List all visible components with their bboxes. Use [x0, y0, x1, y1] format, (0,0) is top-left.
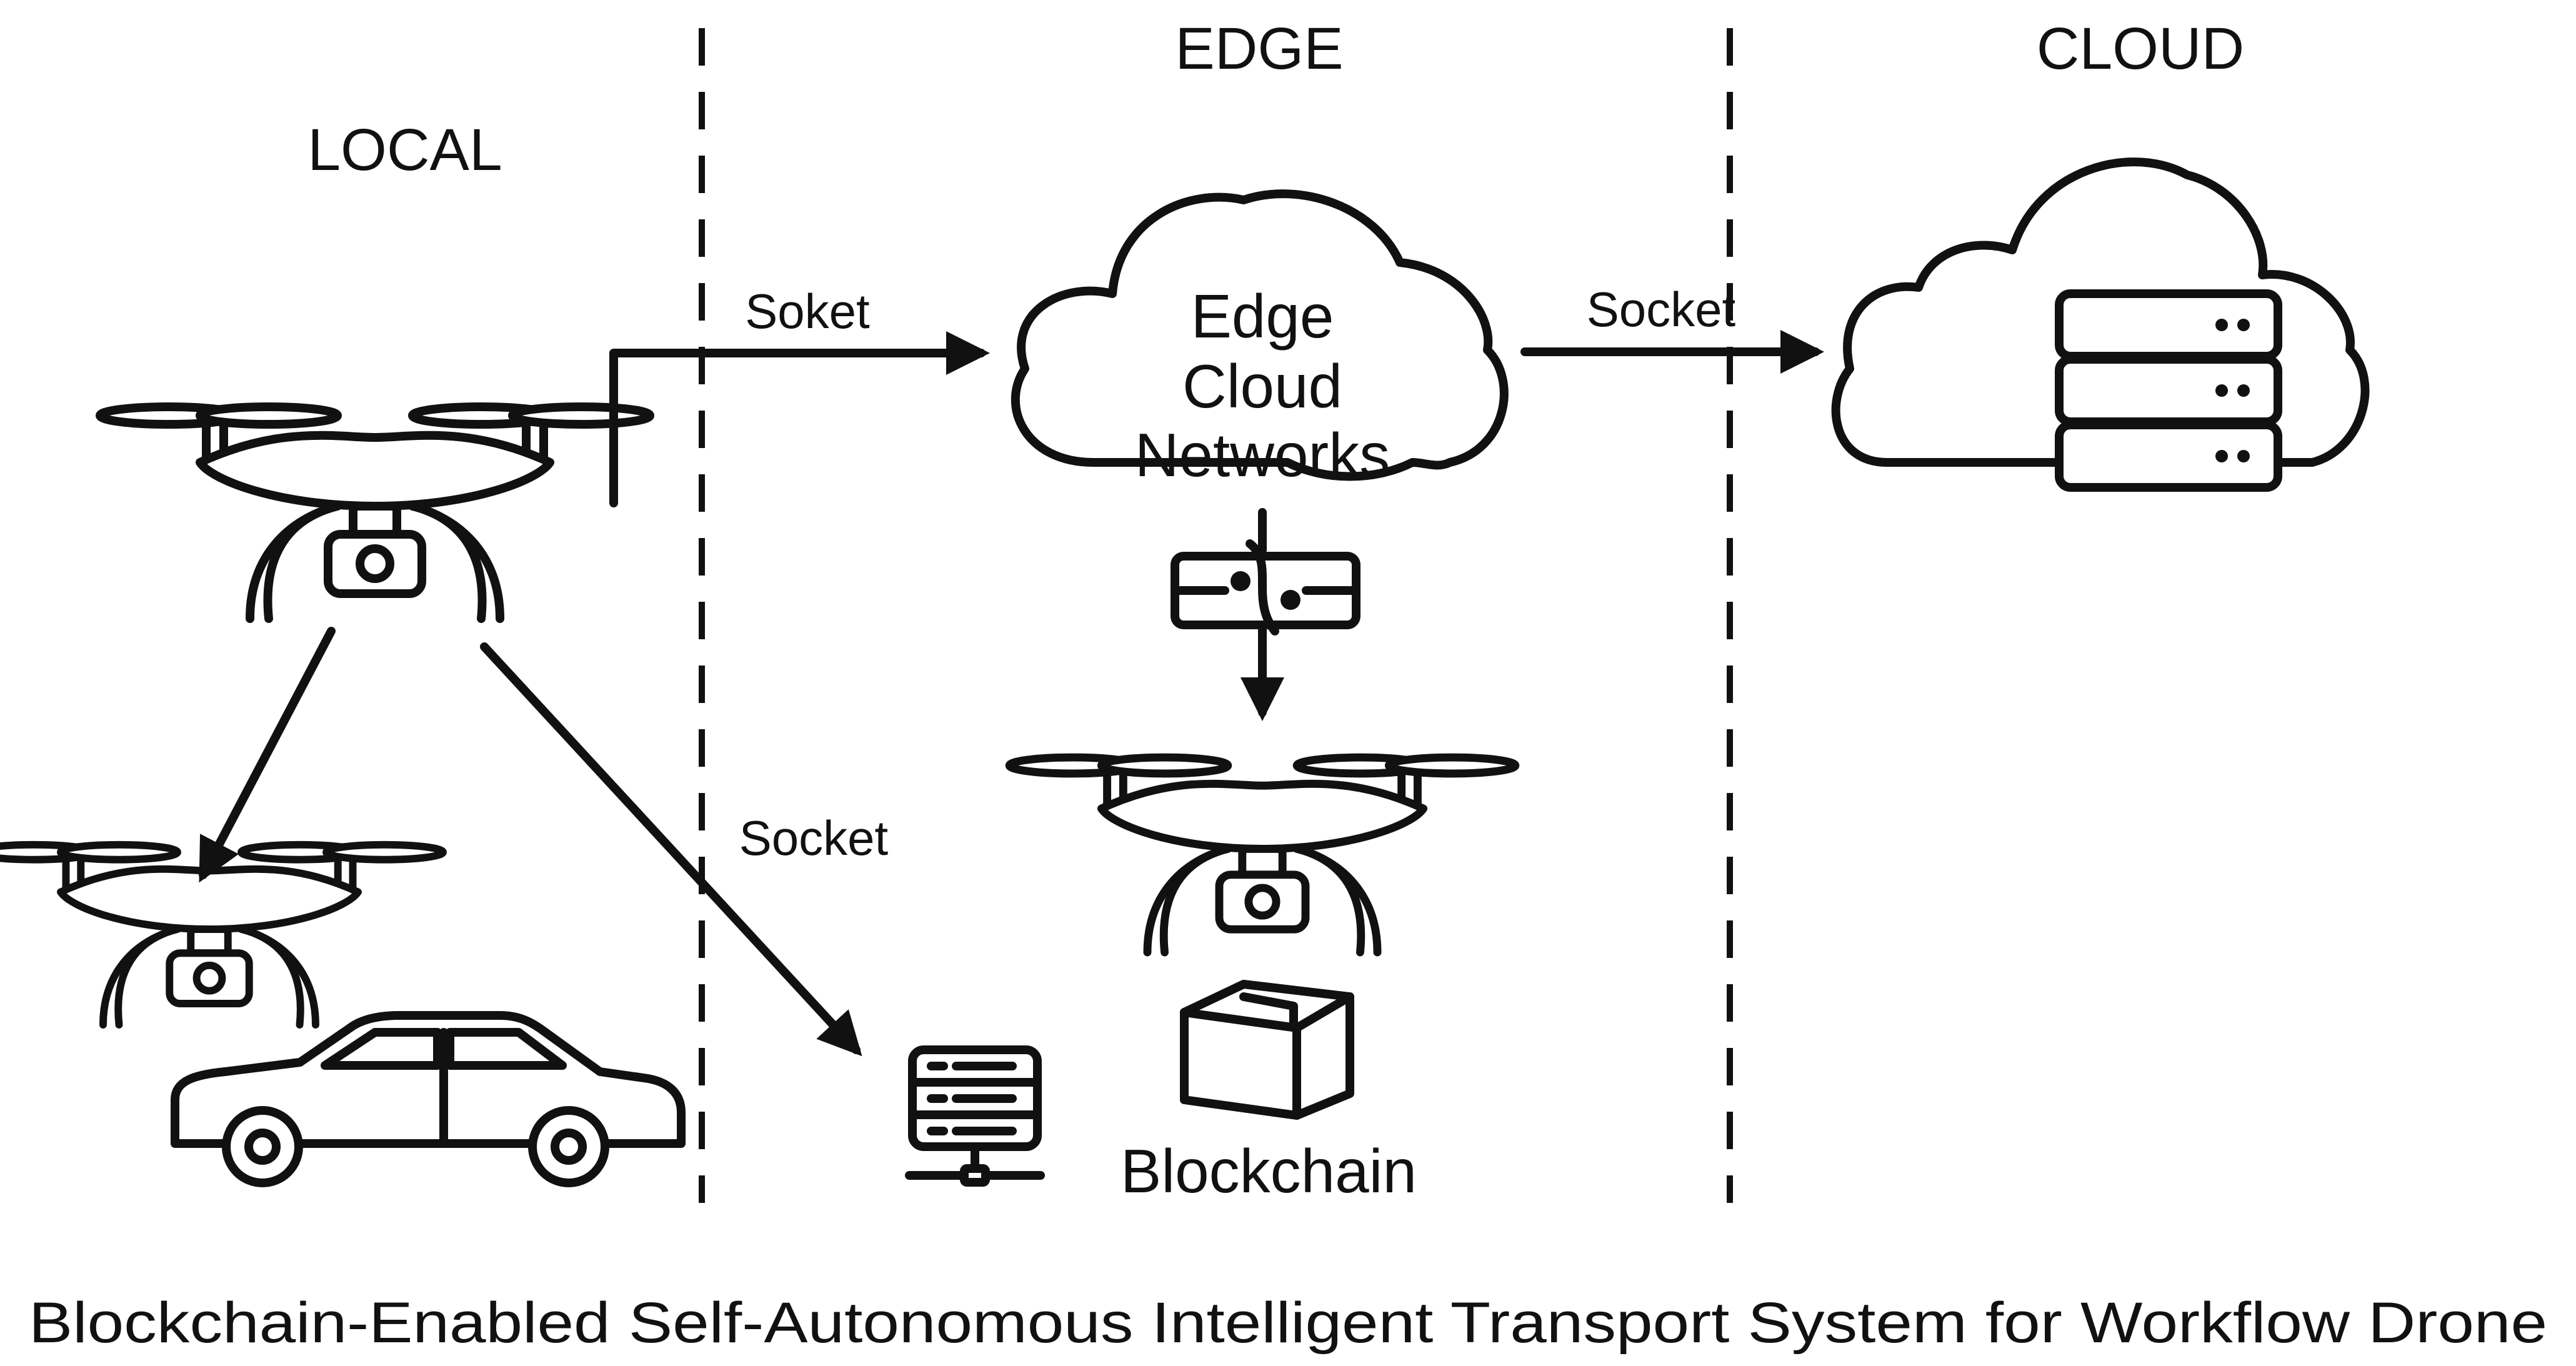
- box-icon: [1180, 980, 1354, 1120]
- edge-cloud-label-line2: Cloud: [1182, 352, 1342, 421]
- edge-label-edge-to-cloud: Socket: [1587, 282, 1736, 337]
- network-switch-icon: [1171, 508, 1360, 661]
- edge-drone-to-edge-cloud: [609, 331, 990, 507]
- diagram-caption: Blockchain-Enabled Self-Autonomous Intel…: [29, 1291, 2547, 1355]
- edge-cloud-icon: [1011, 189, 1509, 481]
- edge-drone-to-server: [480, 642, 862, 1057]
- edge-cloud-label-line1: Edge: [1191, 282, 1334, 351]
- edge-cloud-label-line3: Networks: [1135, 421, 1390, 489]
- edge-label-drone-to-edge: Soket: [745, 284, 870, 339]
- zone-title-edge: EDGE: [1175, 16, 1343, 82]
- local-drone-icon-2: [0, 845, 443, 1025]
- network-server-icon: [905, 1045, 1045, 1187]
- local-drone-icon: [100, 407, 650, 619]
- zone-title-cloud: CLOUD: [2037, 16, 2245, 82]
- car-icon: [171, 1011, 686, 1187]
- zone-title-local: LOCAL: [307, 117, 502, 183]
- edge-drone-icon: [1009, 757, 1515, 952]
- cloud-server-icon: [1831, 157, 2370, 492]
- edge-drone-to-lower-drone: [199, 627, 336, 883]
- blockchain-label: Blockchain: [1121, 1137, 1417, 1205]
- edge-label-drone-to-server: Socket: [739, 810, 889, 865]
